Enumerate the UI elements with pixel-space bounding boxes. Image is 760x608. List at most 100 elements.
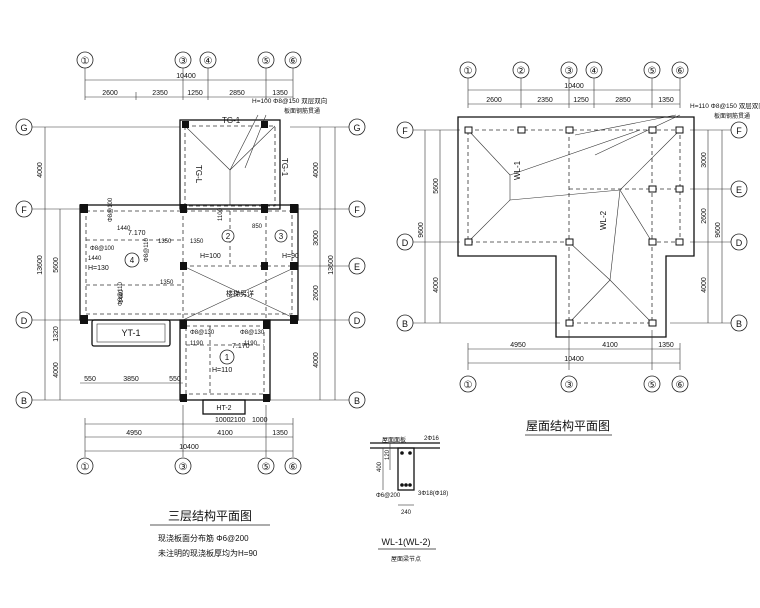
rebar: Φ8@100 — [90, 246, 115, 252]
beam-section — [397, 447, 415, 491]
note: 未注明的现浇板厚均为H=90 — [158, 548, 258, 558]
dim: 1350 — [158, 239, 172, 245]
section-subtitle: 屋面梁节点 — [391, 555, 421, 563]
axis-label: ③ — [179, 56, 188, 67]
dim: 3000 — [313, 230, 320, 246]
dim: 4000 — [701, 277, 708, 293]
dim: 1350 — [658, 97, 674, 104]
dim: 120 — [385, 449, 391, 460]
dim: 2100 — [230, 417, 246, 424]
roof-outline — [457, 116, 695, 338]
dim: 1350 — [272, 430, 288, 437]
dim: 9600 — [418, 222, 425, 238]
dim: 2350 — [152, 90, 168, 97]
slab-note: H=100 Φ8@150 双层双向 — [252, 96, 327, 105]
tower-slab — [179, 119, 281, 210]
dim: 2850 — [229, 90, 245, 97]
rebar-bottom: 3Φ18(Φ18) — [418, 491, 448, 497]
dim: 1440 — [88, 256, 102, 262]
dim: 400 — [377, 461, 383, 472]
axis-label: ⑤ — [648, 380, 657, 391]
dim: 1350 — [160, 280, 174, 286]
wl2-label: WL-2 — [599, 210, 608, 230]
axis-label: ⑥ — [676, 66, 685, 77]
dim: 1190 — [244, 341, 258, 347]
beam-section-detail: 屋面面板 2Φ16 3Φ18(Φ18) Φ6@200 240 400 120 W… — [370, 436, 448, 563]
dim: 2850 — [615, 97, 631, 104]
tg-label: TG-L — [194, 165, 203, 184]
dim: 1000 — [252, 417, 268, 424]
dim: 1250 — [573, 97, 589, 104]
dim: 1350 — [190, 239, 204, 245]
dim-total: 10400 — [176, 73, 196, 80]
dim: 1350 — [272, 90, 288, 97]
axis-label: ③ — [565, 66, 574, 77]
section-label: 屋面面板 — [382, 436, 406, 444]
section-title: WL-1(WL-2) — [382, 537, 431, 547]
dim: 1320 — [53, 326, 60, 342]
axis-label: ⑥ — [289, 56, 298, 67]
stirrup: Φ6@200 — [376, 493, 401, 499]
dim: 2600 — [313, 285, 320, 301]
dim-total: 10400 — [564, 356, 584, 363]
rebar-top: 2Φ16 — [424, 436, 439, 442]
axis-label: G — [353, 123, 360, 133]
dim: 4000 — [313, 352, 320, 368]
axis-label: G — [20, 123, 27, 133]
dim: 2600 — [701, 208, 708, 224]
note: 现浇板面分布筋 Φ6@200 — [158, 533, 249, 543]
plan-title: 屋面结构平面图 — [526, 418, 610, 433]
axis-label: E — [736, 185, 742, 195]
yt1-label: YT-1 — [121, 328, 140, 338]
slab-note: 板面钢筋贯通 — [714, 112, 750, 120]
elevation: 7.170 — [232, 343, 250, 350]
axis-label: ③ — [179, 462, 188, 473]
dim: 240 — [401, 510, 412, 516]
dim: 4000 — [433, 277, 440, 293]
stair-label: 楼梯另详 — [226, 289, 254, 298]
axis-label: F — [736, 126, 742, 136]
dim: 1000 — [215, 417, 231, 424]
dim: 2350 — [537, 97, 553, 104]
dim-total: 10400 — [179, 444, 199, 451]
dim: 1190 — [190, 341, 204, 347]
plan-title: 三层结构平面图 — [168, 508, 252, 523]
ht2-label: HT-2 — [216, 405, 231, 412]
wl1-label: WL-1 — [513, 160, 522, 180]
axis-label: B — [21, 396, 27, 406]
dim: 1100 — [218, 207, 224, 221]
axis-label: ② — [517, 66, 526, 77]
slab-thickness: H=100 — [200, 253, 221, 260]
slab-thickness: H=90 — [282, 253, 299, 260]
dim: 3850 — [123, 376, 139, 383]
axis-label: B — [402, 319, 408, 329]
axis-label: ① — [81, 56, 90, 67]
rebar: Φ8@130 — [190, 330, 215, 336]
axis-label: B — [736, 319, 742, 329]
axis-label: F — [402, 126, 408, 136]
dim: 4100 — [217, 430, 233, 437]
axis-label: F — [354, 205, 360, 215]
axis-label: F — [21, 205, 27, 215]
slab-note: 板面钢筋贯通 — [284, 107, 320, 115]
dim: 850 — [252, 224, 263, 230]
axis-label: B — [354, 396, 360, 406]
dim: 1440 — [117, 226, 131, 232]
dim: 4000 — [37, 162, 44, 178]
dim: 9600 — [715, 222, 722, 238]
dim: 4950 — [126, 430, 142, 437]
ht2-box — [202, 399, 246, 415]
dim: 550 — [84, 376, 96, 383]
axis-label: ⑤ — [262, 56, 271, 67]
dim: 1440 — [119, 289, 125, 303]
slab-number: 2 — [226, 232, 231, 241]
rebar: Φ8@130 — [240, 330, 265, 336]
slab-number: 1 — [225, 353, 230, 362]
axis-label: D — [402, 238, 409, 248]
slab-number: 3 — [279, 232, 284, 241]
axis-label: ⑤ — [262, 462, 271, 473]
dim: 13600 — [328, 255, 335, 275]
axis-label: D — [736, 238, 743, 248]
axis-label: ④ — [590, 66, 599, 77]
